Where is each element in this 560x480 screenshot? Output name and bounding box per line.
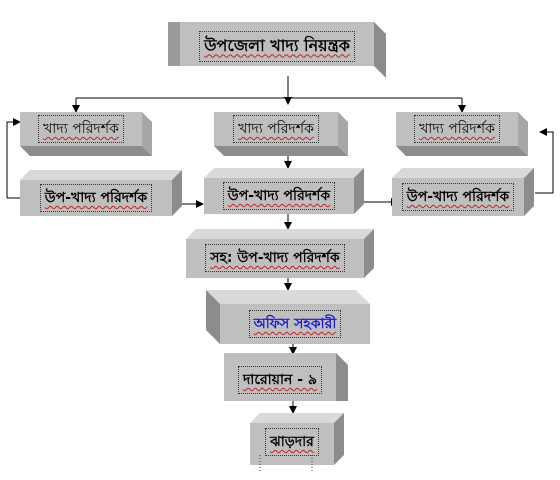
sweeper-dotted-tail <box>259 455 313 473</box>
node-assistant-sub-inspector: সহ: উপ-খাদ্য পরিদর্শক <box>186 229 374 278</box>
inspector-left-label: খাদ্য পরিদর্শক <box>38 115 124 143</box>
node-head: উপজেলা খাদ্য নিয়ন্ত্রক <box>168 22 386 78</box>
node-guard: দারোয়ান - ৯ <box>224 353 348 401</box>
node-sweeper: ঝাড়দার <box>250 413 344 465</box>
arrow-left-loop <box>6 118 21 198</box>
inspector-right-label: খাদ্য পরিদর্শক <box>414 115 500 143</box>
sub-inspector-center-label: উপ-খাদ্য পরিদর্শক <box>222 182 336 210</box>
sweeper-label: ঝাড়দার <box>265 428 319 456</box>
node-inspector-right: খাদ্য পরিদর্শক <box>396 112 528 156</box>
assistant-sub-inspector-label: সহ: উপ-খাদ্য পরিদর্শক <box>205 244 345 272</box>
node-office-assistant: অফিস সহকারী <box>206 290 370 344</box>
sub-inspector-left-label: উপ-খাদ্য পরিদর্শক <box>39 184 153 212</box>
office-assistant-label: অফিস সহকারী <box>248 310 342 338</box>
node-inspector-left: খাদ্য পরিদর্শক <box>20 112 152 156</box>
sub-inspector-right-label: উপ-খাদ্য পরিদর্শক <box>401 183 515 211</box>
node-sub-inspector-right: উপ-খাদ্য পরিদর্শক <box>392 168 534 216</box>
inspector-center-label: খাদ্য পরিদর্শক <box>233 115 319 143</box>
node-sub-inspector-center: উপ-খাদ্য পরিদর্শক <box>204 168 364 214</box>
head-label: উপজেলা খাদ্য নিয়ন্ত্রক <box>199 30 355 62</box>
guard-label: দারোয়ান - ৯ <box>237 366 323 394</box>
node-inspector-center: খাদ্য পরিদর্শক <box>214 112 348 156</box>
arrow-right-loop <box>535 128 554 194</box>
node-sub-inspector-left: উপ-খাদ্য পরিদর্শক <box>20 170 182 216</box>
